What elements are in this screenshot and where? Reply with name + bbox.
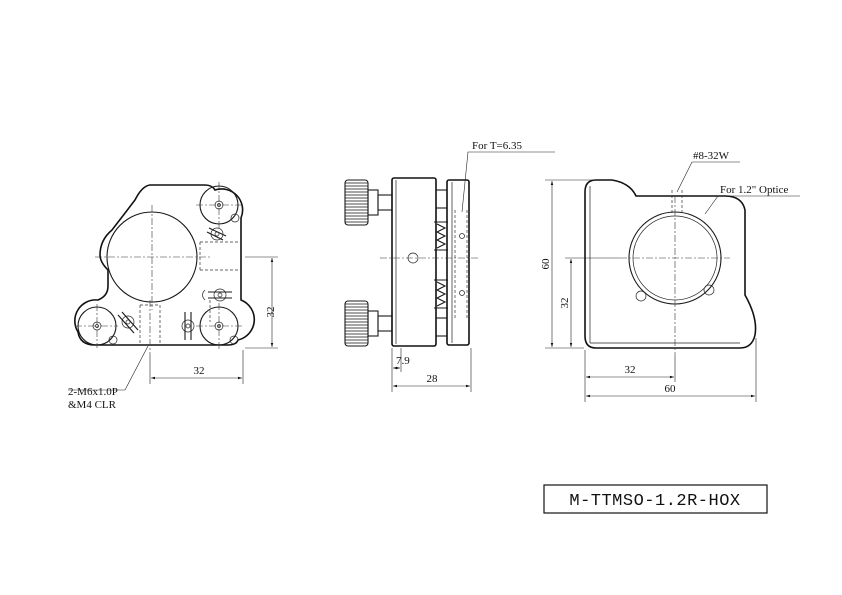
side-dim-offset: 7.9: [396, 355, 410, 367]
side-front-plate: [446, 179, 470, 346]
front-lock-clip-left: [117, 311, 139, 334]
front-view: 32 32 2-M6x1.0P &M4 CLR: [68, 182, 278, 411]
front-mount-outline: [74, 184, 256, 346]
side-spring-lower: [434, 279, 448, 309]
rear-optic-note: For 1.2" Optice: [720, 184, 788, 196]
part-number-label: M-TTMSO-1.2R-HOX: [569, 492, 740, 511]
rear-thread-note: #8-32W: [693, 150, 730, 162]
rear-mount-outline: [584, 179, 757, 349]
rear-dim-width: 60: [665, 383, 677, 395]
rear-dim-height: 60: [540, 258, 552, 270]
side-thickness-note: For T=6.35: [472, 140, 523, 152]
title-box: [543, 484, 768, 514]
front-dim-horizontal: 32: [194, 365, 205, 377]
rear-view: #8-32W For 1.2" Optice 60 32 32 60: [540, 150, 800, 402]
front-lock-clip-upper: [206, 227, 227, 241]
side-main-body: [391, 177, 437, 347]
rear-dim-center-v: 32: [559, 298, 571, 309]
rear-dim-center-h: 32: [625, 364, 636, 376]
side-spring-upper: [434, 221, 448, 251]
front-lock-clip-middle: [202, 288, 232, 302]
side-knob-bottom: [344, 300, 393, 347]
title-block: M-TTMSO-1.2R-HOX: [543, 484, 768, 514]
side-knob-top: [344, 179, 393, 226]
front-hole-note-line1: 2-M6x1.0P: [68, 386, 118, 398]
front-lock-clip-bottom: [181, 312, 195, 340]
front-hole-note-line2: &M4 CLR: [68, 399, 117, 411]
side-view: For T=6.35 7.9 28: [344, 140, 555, 392]
front-dim-vertical: 32: [265, 307, 277, 318]
side-dim-depth: 28: [427, 373, 439, 385]
